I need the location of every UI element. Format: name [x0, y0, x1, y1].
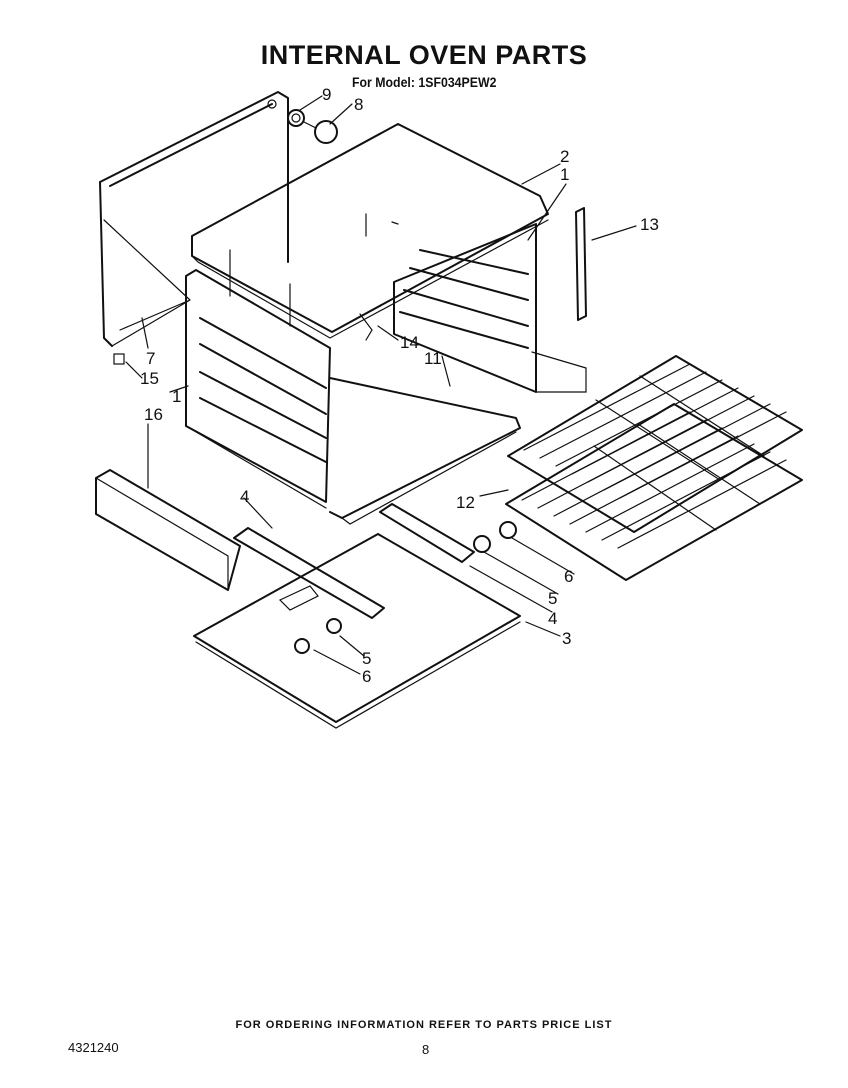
- part-label: 9: [322, 85, 331, 104]
- part-label: 3: [562, 629, 571, 648]
- part-number-labels: 9 8 2 1 13 7 15 1 16 14 11 12 4 6 5 4 3 …: [140, 85, 659, 686]
- rollers-and-stops: [113, 313, 517, 654]
- part-label: 4: [240, 487, 249, 506]
- part-label: 12: [456, 493, 475, 512]
- broiler-pan-tray: [193, 533, 521, 729]
- part-label: 5: [548, 589, 557, 608]
- part-label: 2: [560, 147, 569, 166]
- part-label: 4: [548, 609, 557, 628]
- part-label: 15: [140, 369, 159, 388]
- slide-rail-left: [233, 527, 385, 619]
- part-label: 13: [640, 215, 659, 234]
- back-wall-panel: [99, 91, 289, 347]
- part-label: 14: [400, 333, 419, 352]
- oven-bottom-panel: [329, 377, 521, 525]
- part-label: 8: [354, 95, 363, 114]
- document-number: 4321240: [68, 1040, 119, 1055]
- part-label: 5: [362, 649, 371, 668]
- light-socket-and-bulb: [287, 109, 338, 144]
- trim-strip: [575, 207, 587, 321]
- oven-top-panel: [191, 123, 549, 339]
- page-title: INTERNAL OVEN PARTS: [260, 40, 588, 70]
- part-label: 6: [362, 667, 371, 686]
- ordering-note: FOR ORDERING INFORMATION REFER TO PARTS …: [235, 1019, 613, 1031]
- part-label: 1: [560, 165, 569, 184]
- oven-rack-lower: [505, 403, 803, 581]
- part-label: 11: [424, 349, 442, 368]
- part-label: 6: [564, 567, 573, 586]
- page-number: 8: [422, 1042, 430, 1057]
- left-side-wall: [185, 249, 331, 509]
- leader-lines: [125, 95, 637, 675]
- part-label: 1: [172, 387, 181, 406]
- model-subtitle: For Model: 1SF034PEW2: [352, 74, 497, 90]
- kick-plate: [95, 469, 241, 591]
- part-label: 16: [144, 405, 163, 424]
- right-side-wall: [393, 223, 587, 393]
- part-label: 7: [146, 349, 155, 368]
- slide-rail-right: [379, 503, 475, 563]
